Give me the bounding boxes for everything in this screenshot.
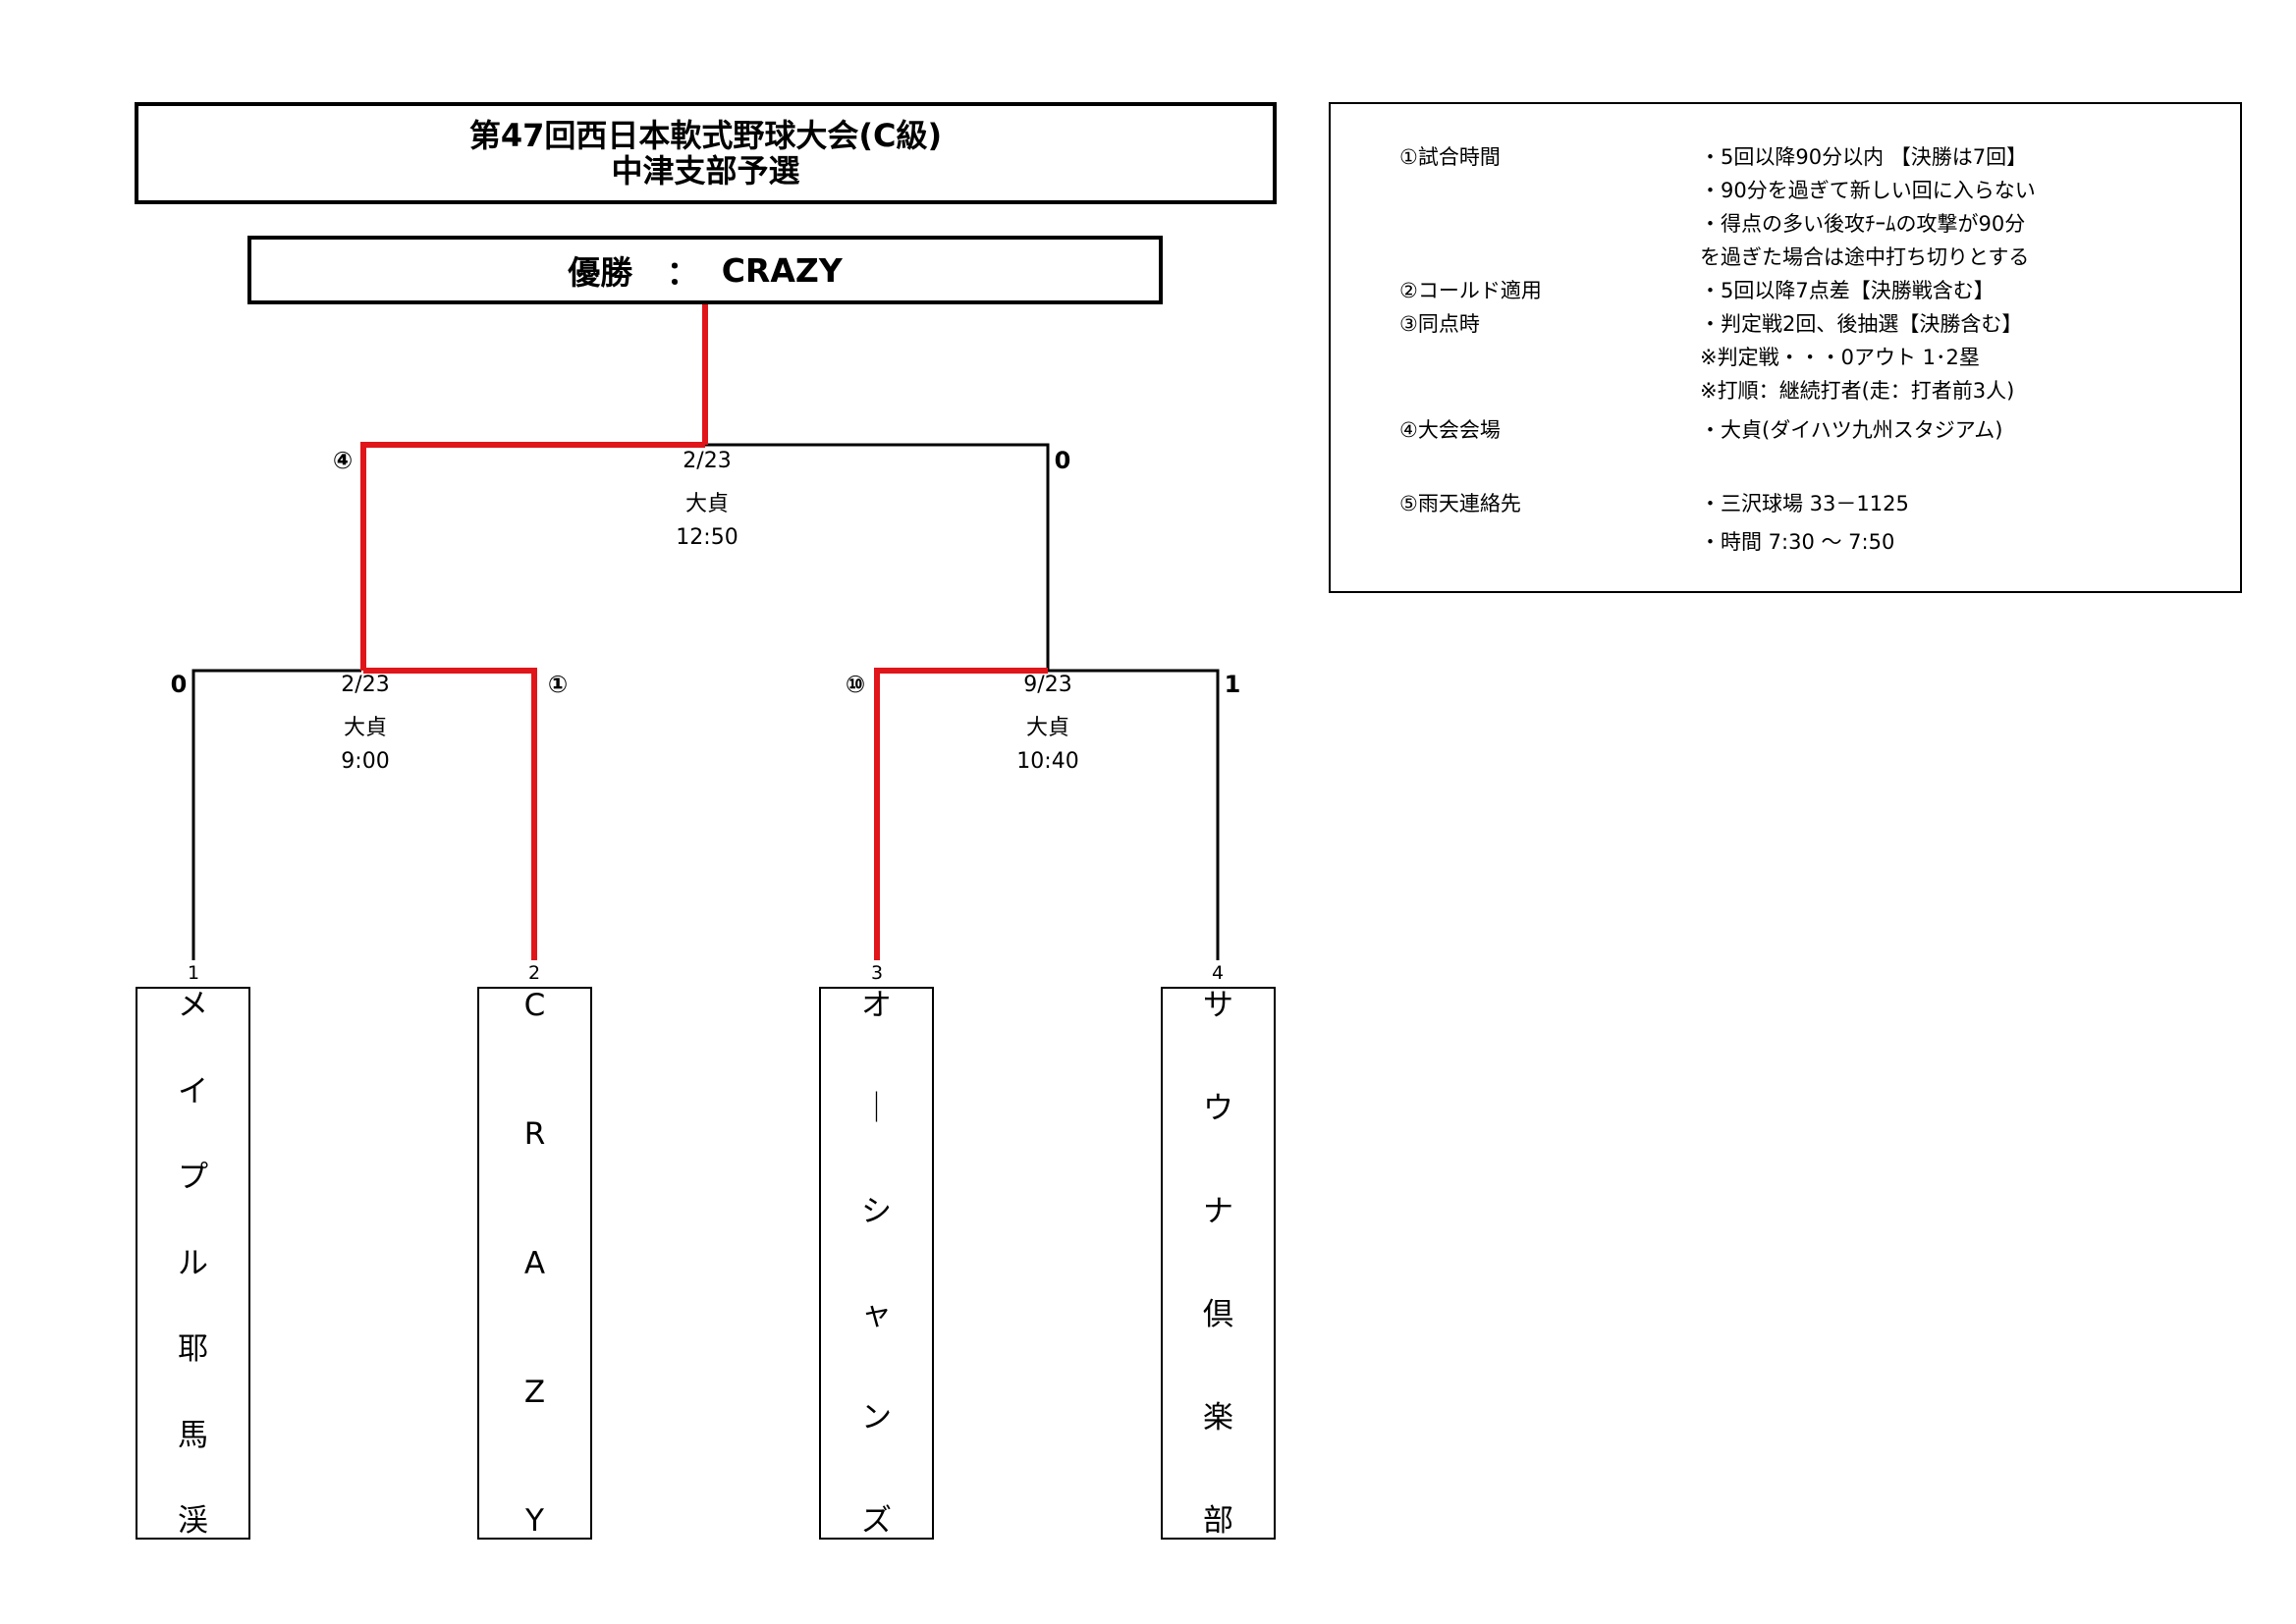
semi1-venue: 大貞 (343, 716, 388, 740)
winner-box: 優勝 ： CRAZY (247, 236, 1163, 304)
team-name-char: Y (525, 1503, 544, 1539)
team-name-char: ズ (861, 1503, 892, 1539)
rule-text: ・5回以降90分以内 【決勝は7回】 (1700, 145, 2028, 169)
semi2-score-left: ⑩ (845, 671, 866, 698)
team-name-char: 部 (1203, 1503, 1233, 1539)
rule-text: ・5回以降7点差【決勝戦含む】 (1700, 279, 1995, 302)
team-name-char: イ (178, 1074, 208, 1110)
final-right-branch (705, 443, 1050, 671)
rule-text: ※判定戦・・・0アウト 1･2塁 (1700, 346, 1980, 369)
team-name-char: オ (861, 988, 892, 1023)
rule-label: ⑤雨天連絡先 (1399, 492, 1521, 515)
team-seed: 3 (870, 962, 884, 984)
final-score-right: 0 (1054, 447, 1071, 474)
team-name-char: ｜ (861, 1091, 892, 1126)
semi2-left-branch (874, 668, 1048, 960)
title-line-2: 中津支部予選 (611, 152, 800, 189)
team-name-char: R (523, 1116, 546, 1152)
team-name-char: 馬 (178, 1418, 208, 1453)
title-box: 第47回西日本軟式野球大会(C級) 中津支部予選 (135, 102, 1277, 204)
team-name-char: サ (1203, 988, 1233, 1023)
rule-text: ※打順：継続打者(走：打者前3人) (1700, 379, 2015, 403)
team-box-3: オ ｜ シャンズ (819, 987, 934, 1540)
team-box-4: サウナ倶楽部 (1161, 987, 1276, 1540)
semi1-date: 2/23 (341, 673, 390, 697)
team-seed: 4 (1211, 962, 1225, 984)
rule-label: ②コールド適用 (1399, 279, 1542, 302)
semi1-score-right: ① (547, 671, 569, 698)
rule-text: ・得点の多い後攻ﾁｰﾑの攻撃が90分 (1700, 212, 2026, 236)
rule-text: ・90分を過ぎて新しい回に入らない (1700, 179, 2036, 202)
semi2-venue: 大貞 (1025, 716, 1070, 740)
team-name-char: ル (178, 1246, 208, 1281)
team-name-char: 楽 (1203, 1400, 1233, 1435)
bracket-red-lines (360, 304, 1048, 960)
final-time: 12:50 (676, 525, 738, 550)
team-name-char: Z (523, 1375, 546, 1410)
team-box-2: C R A Z Y (477, 987, 592, 1540)
final-score-left: ④ (332, 447, 354, 474)
final-venue: 大貞 (684, 492, 730, 516)
team-name-char: メ (178, 988, 208, 1023)
rule-label: ①試合時間 (1399, 145, 1501, 169)
team-name-char: ウ (1203, 1091, 1233, 1126)
team-name-char: シ (861, 1194, 892, 1229)
rule-label: ③同点時 (1399, 312, 1480, 336)
winner-separator: ： (666, 253, 699, 292)
winner-label: 優勝 (568, 253, 633, 292)
team-name-char: C (523, 988, 546, 1023)
semi1-right-branch (363, 668, 537, 960)
rule-text: を過ぎた場合は途中打ち切りとする (1700, 245, 2030, 269)
team-name-char: プ (178, 1160, 208, 1195)
team-box-1: メイプル耶馬渓 (136, 987, 250, 1540)
semi1-left-branch (191, 669, 361, 960)
semi2-time: 10:40 (1016, 749, 1079, 774)
rule-text: ・時間 7:30 ～ 7:50 (1700, 530, 1895, 554)
semi1-score-left: 0 (170, 671, 188, 698)
rule-text: ・三沢球場 33－1125 (1700, 492, 1909, 515)
title-line-1: 第47回西日本軟式野球大会(C級) (468, 117, 943, 154)
semi1-time: 9:00 (341, 749, 390, 774)
rules-box: ①試合時間 ・5回以降90分以内 【決勝は7回】 ・90分を過ぎて新しい回に入ら… (1329, 102, 2242, 593)
semi2-right-branch (1048, 669, 1220, 960)
team-name-char: 耶 (178, 1331, 208, 1367)
rule-text: ・判定戦2回、後抽選【決勝含む】 (1700, 312, 2023, 336)
team-name-char: ャ (861, 1297, 892, 1332)
team-name-char: ナ (1203, 1194, 1233, 1229)
rule-label: ④大会会場 (1399, 418, 1501, 442)
team-seed: 2 (527, 962, 541, 984)
semi2-score-right: 1 (1224, 671, 1241, 698)
bracket-black-lines (191, 443, 1220, 960)
semi2-date: 9/23 (1023, 673, 1072, 697)
team-name-char: 渓 (178, 1503, 208, 1539)
team-name-char: A (523, 1246, 546, 1281)
final-date: 2/23 (683, 449, 732, 473)
final-left-branch (360, 442, 705, 671)
team-seed: 1 (187, 962, 200, 984)
team-name-char: ン (861, 1400, 892, 1435)
winner-team: CRAZY (721, 250, 843, 290)
rule-text: ・大貞(ダイハツ九州スタジアム) (1700, 418, 2003, 442)
team-name-char: 倶 (1203, 1297, 1233, 1332)
